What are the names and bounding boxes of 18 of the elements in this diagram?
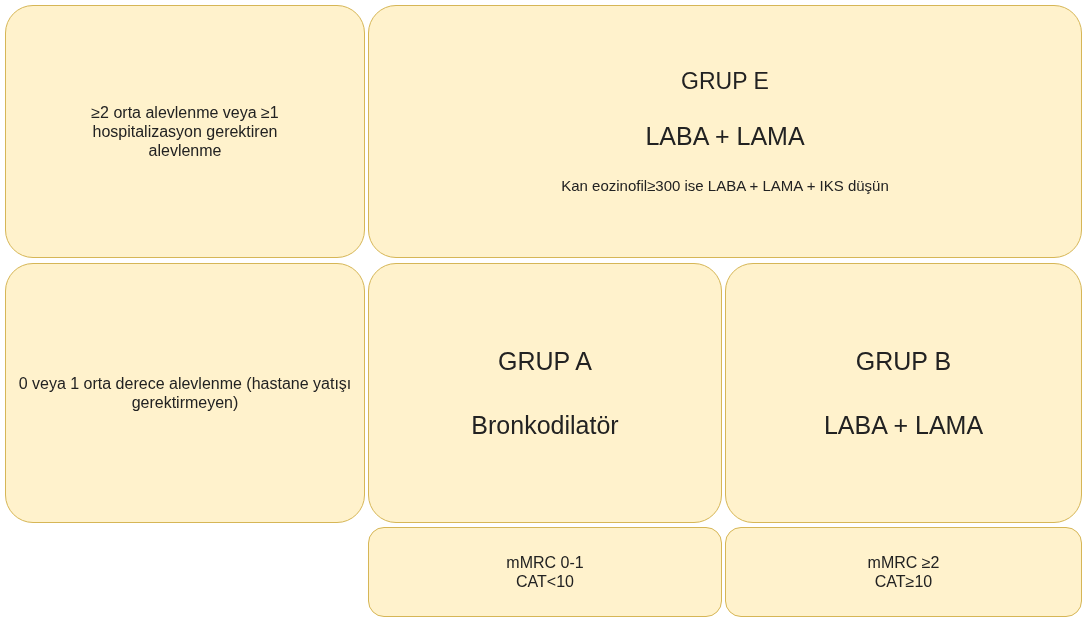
row-header-text: 0 veya 1 orta derece alevlenme (hastane yatışı gerektirmeyen) [17, 373, 353, 413]
column-footer-text: mMRC 0-1 CAT<10 [505, 552, 585, 592]
table-cell [5, 5, 365, 258]
table-cell [5, 263, 365, 523]
table-cell [725, 263, 1082, 523]
row-header-text: ≥2 orta alevlenme veya ≥1 hospitalizasyon gerektiren alevlenme [90, 102, 280, 161]
table-cell [368, 5, 1082, 258]
table-cell [368, 263, 722, 523]
treatment-text: LABA + LAMA [823, 410, 984, 440]
treatment-text: LABA + LAMA [645, 121, 805, 152]
group-title: GRUP E [681, 67, 769, 96]
table-cell [725, 527, 1082, 617]
table-cell [368, 527, 722, 617]
column-footer-text: mMRC ≥2 CAT≥10 [866, 552, 941, 592]
group-title: GRUP A [498, 346, 592, 376]
treatment-text: Bronkodilatör [471, 410, 619, 440]
note-text: Kan eozinofil≥300 ise LABA + LAMA + IKS düşün [561, 177, 889, 196]
group-title: GRUP B [855, 346, 952, 376]
